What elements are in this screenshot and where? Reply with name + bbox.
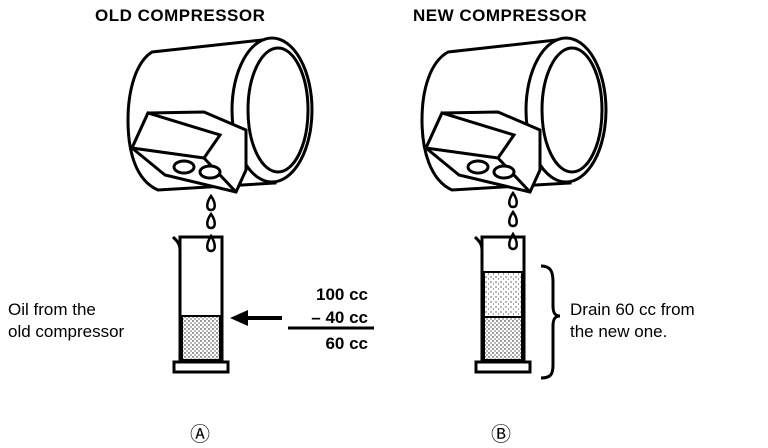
new-compressor	[420, 36, 608, 194]
oil-drops-b	[508, 190, 518, 251]
beaker-b	[473, 235, 532, 374]
title-old-compressor: OLD COMPRESSOR	[95, 6, 266, 25]
oil-drops-a	[206, 193, 216, 253]
arrow-to-beaker	[230, 310, 282, 326]
panel-marker-a: Ⓐ	[190, 424, 210, 446]
calc-line2: – 40 cc	[311, 308, 368, 327]
calc-line1: 100 cc	[316, 285, 368, 304]
oil-label-line2: old compressor	[8, 322, 125, 341]
drained-oil-top	[483, 271, 523, 318]
panel-marker-b: Ⓑ	[491, 424, 511, 446]
calc-result: 60 cc	[325, 334, 368, 353]
old-compressor	[126, 36, 314, 194]
beaker-a	[171, 235, 230, 374]
remaining-oil	[483, 316, 523, 361]
drain-label-line1: Drain 60 cc from	[570, 300, 695, 319]
oil-label-line1: Oil from the	[8, 300, 96, 319]
drain-label-line2: the new one.	[570, 322, 668, 341]
title-new-compressor: NEW COMPRESSOR	[413, 6, 588, 25]
oil-level-a	[181, 315, 221, 361]
curly-brace	[540, 264, 561, 380]
